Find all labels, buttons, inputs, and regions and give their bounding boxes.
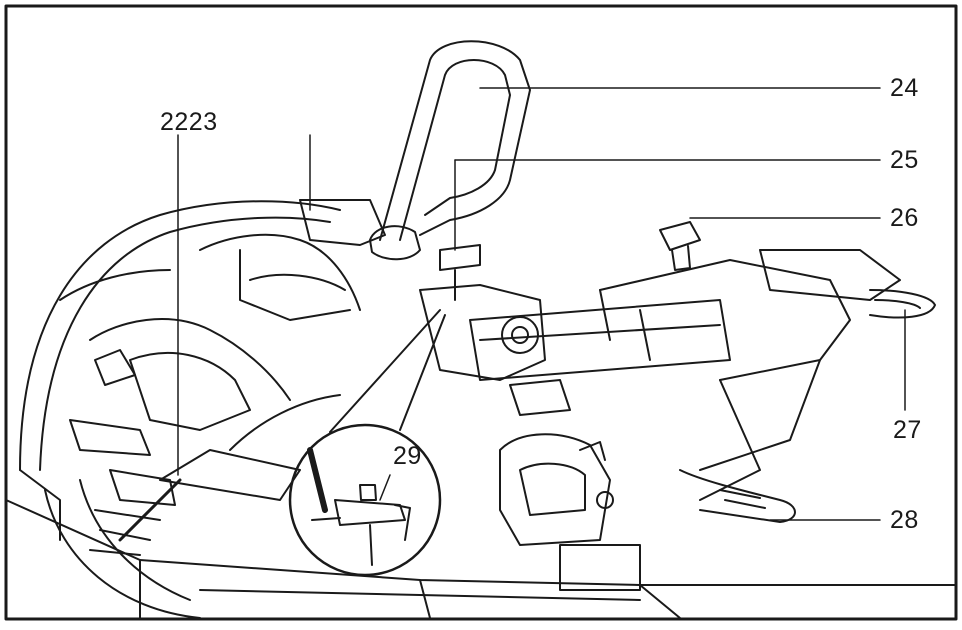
callout-25: 25 <box>890 146 919 174</box>
callout-27: 27 <box>893 416 922 444</box>
callout-28: 28 <box>890 506 919 534</box>
slide-rails <box>469 249 901 501</box>
callout-26: 26 <box>890 204 919 232</box>
saw-blade <box>44 469 201 619</box>
pivot-arm <box>419 244 571 416</box>
detail-inset <box>288 309 446 577</box>
leader-29 <box>379 474 391 501</box>
carrying-handle <box>369 40 531 261</box>
bevel-lever <box>679 469 796 523</box>
bevel-block <box>499 433 641 591</box>
figure-frame <box>4 4 958 621</box>
leader-lines <box>177 87 906 521</box>
blade-guard <box>19 200 341 541</box>
callout-24: 24 <box>890 74 919 102</box>
lock-handle <box>869 289 936 319</box>
base-table <box>5 499 957 619</box>
lock-knob <box>659 221 701 271</box>
callout-2223: 2223 <box>160 108 218 136</box>
callout-29: 29 <box>393 442 422 470</box>
motor-housing <box>89 199 386 501</box>
